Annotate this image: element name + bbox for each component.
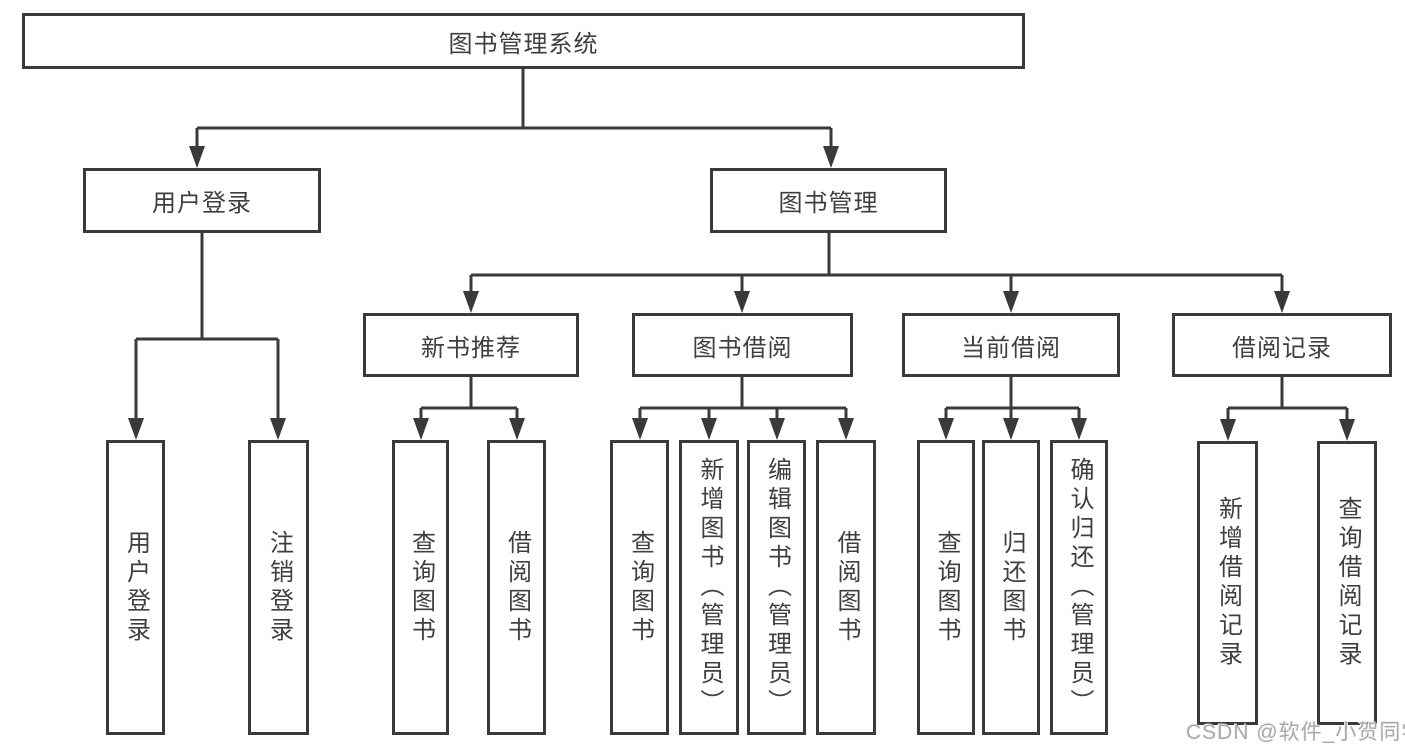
node-new-book-recommend: 新书推荐 [363,313,579,377]
node-leaf-borrow-books-1: 借阅图书 [487,440,546,735]
node-leaf-logout: 注销登录 [248,440,309,735]
connector-root-to-level2 [195,69,833,148]
node-book-management-label: 图书管理 [778,190,879,217]
csdn-watermark: CSDN @软件_小贺同学 [1186,721,1405,744]
node-leaf-query-borrow-record: 查询借阅记录 [1317,441,1377,725]
node-leaf-borrow-books-2: 借阅图书 [816,440,876,735]
node-root: 图书管理系统 [22,13,1025,69]
node-borrowing-records-label: 借阅记录 [1232,334,1332,362]
node-borrowing-records: 借阅记录 [1172,313,1392,377]
node-leaf-return-books-label: 归还图书 [998,529,1025,646]
node-leaf-add-borrow-record: 新增借阅记录 [1197,441,1258,725]
node-current-borrowing-label: 当前借阅 [961,334,1061,362]
node-leaf-return-books: 归还图书 [982,440,1040,735]
node-leaf-edit-books-admin: 编辑图书（管理员） [747,440,806,735]
node-leaf-add-books-admin: 新增图书（管理员） [679,440,739,735]
node-leaf-user-login-label: 用户登录 [122,529,150,646]
node-leaf-query-borrow-record-label: 查询借阅记录 [1334,496,1361,670]
connector-book-borrowing-to-leaves [638,377,848,420]
node-leaf-query-books-3-label: 查询图书 [933,529,960,646]
connector-current-borrowing-to-leaves [944,377,1081,420]
connector-borrowing-records-to-leaves [1226,377,1349,421]
node-leaf-query-books-1-label: 查询图书 [407,529,435,646]
connector-new-book-recommend-to-leaves [419,377,519,420]
node-leaf-borrow-books-2-label: 借阅图书 [833,529,860,646]
node-book-borrowing: 图书借阅 [632,313,853,377]
arrowheads [128,146,1355,441]
node-leaf-add-borrow-record-label: 新增借阅记录 [1214,496,1242,670]
node-leaf-query-books-2: 查询图书 [610,440,669,735]
node-book-management: 图书管理 [710,168,947,233]
node-leaf-query-books-1: 查询图书 [392,440,449,735]
node-book-borrowing-label: 图书借阅 [692,334,793,362]
node-leaf-user-login: 用户登录 [106,440,165,735]
node-user-login-label: 用户登录 [152,190,252,217]
node-leaf-logout-label: 注销登录 [265,529,293,646]
node-user-login: 用户登录 [83,168,321,233]
node-leaf-query-books-2-label: 查询图书 [626,529,654,646]
node-leaf-borrow-books-1-label: 借阅图书 [503,529,531,646]
node-leaf-query-books-3: 查询图书 [917,440,975,735]
connector-user-login-to-leaves [134,233,280,420]
connector-book-management-to-level3 [469,233,1284,295]
node-new-book-recommend-label: 新书推荐 [421,334,521,362]
node-leaf-add-books-admin-label: 新增图书（管理员） [696,457,723,718]
node-leaf-confirm-return-admin: 确认归还（管理员） [1050,440,1108,735]
node-current-borrowing: 当前借阅 [902,313,1120,377]
node-root-label: 图书管理系统 [448,30,599,58]
node-leaf-edit-books-admin-label: 编辑图书（管理员） [763,457,791,718]
node-leaf-confirm-return-admin-label: 确认归还（管理员） [1066,457,1093,718]
